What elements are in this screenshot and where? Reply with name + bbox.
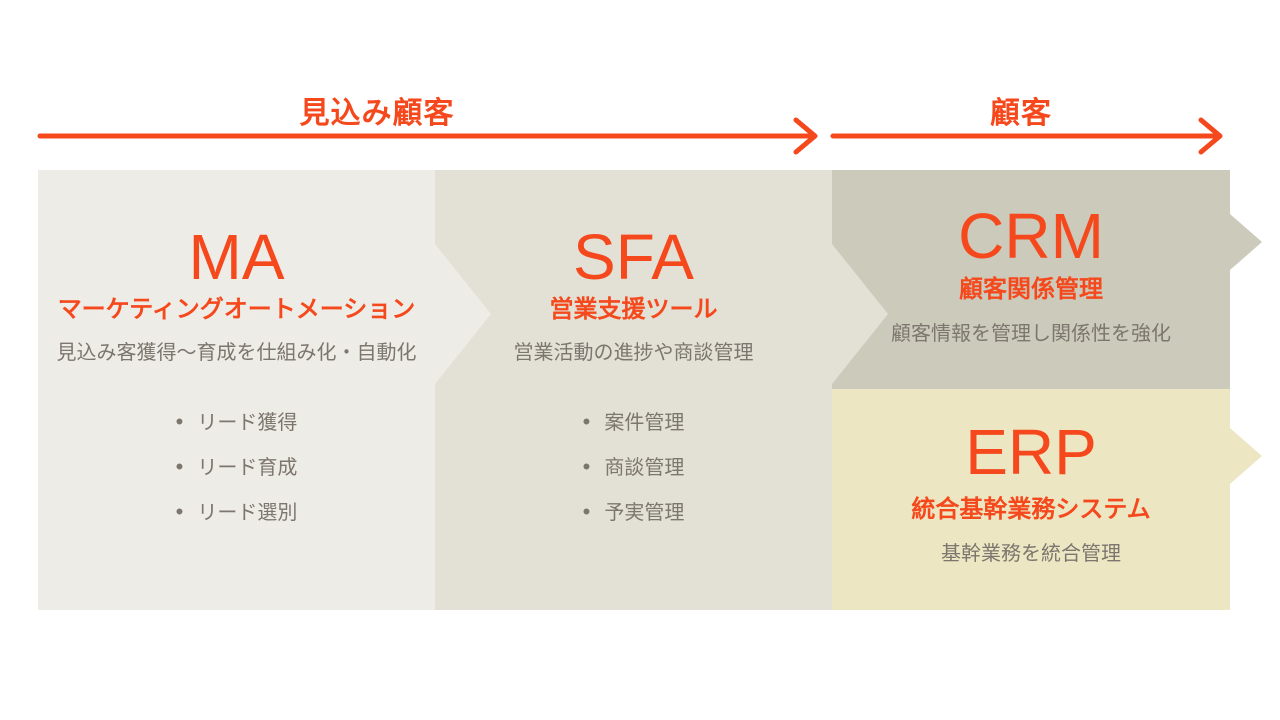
sfa-title: SFA: [573, 221, 694, 293]
list-item: リード選別: [176, 500, 297, 525]
list-item: 案件管理: [583, 410, 684, 435]
prospect-stage-label: 見込み顧客: [299, 97, 455, 130]
erp-subtitle: 統合基幹業務システム: [911, 496, 1151, 523]
erp-title: ERP: [965, 416, 1097, 488]
erp-description: 基幹業務を統合管理: [941, 543, 1121, 565]
crm-description: 顧客情報を管理し関係性を強化: [891, 323, 1171, 345]
sfa-description: 営業活動の進捗や商談管理: [513, 342, 754, 364]
prospect-arrow-icon: [37, 117, 818, 155]
crm-block: CRM 顧客関係管理 顧客情報を管理し関係性を強化: [832, 170, 1230, 389]
crm-title: CRM: [958, 200, 1104, 272]
sfa-bullet-list: 案件管理 商談管理 予実管理: [583, 410, 684, 545]
erp-block: ERP 統合基幹業務システム 基幹業務を統合管理: [832, 389, 1230, 610]
ma-title: MA: [188, 221, 285, 293]
crm-chevron-icon: [1230, 214, 1262, 270]
customer-stage-label: 顧客: [990, 97, 1052, 130]
list-item: リード獲得: [176, 410, 297, 435]
list-item: 商談管理: [583, 455, 684, 480]
ma-description: 見込み客獲得〜育成を仕組み化・自動化: [56, 342, 417, 364]
ma-subtitle: マーケティングオートメーション: [57, 296, 416, 323]
sfa-subtitle: 営業支援ツール: [549, 296, 718, 323]
list-item: リード育成: [176, 455, 297, 480]
ma-bullet-list: リード獲得 リード育成 リード選別: [176, 410, 297, 545]
list-item: 予実管理: [583, 500, 684, 525]
sfa-block: SFA 営業支援ツール 営業活動の進捗や商談管理 案件管理 商談管理 予実管理: [435, 170, 832, 610]
erp-chevron-icon: [1230, 428, 1262, 484]
crm-subtitle: 顧客関係管理: [959, 276, 1103, 303]
ma-block: MA マーケティングオートメーション 見込み客獲得〜育成を仕組み化・自動化 リー…: [38, 170, 435, 610]
timeline-arrows: [37, 117, 1223, 155]
customer-arrow-icon: [830, 117, 1223, 155]
